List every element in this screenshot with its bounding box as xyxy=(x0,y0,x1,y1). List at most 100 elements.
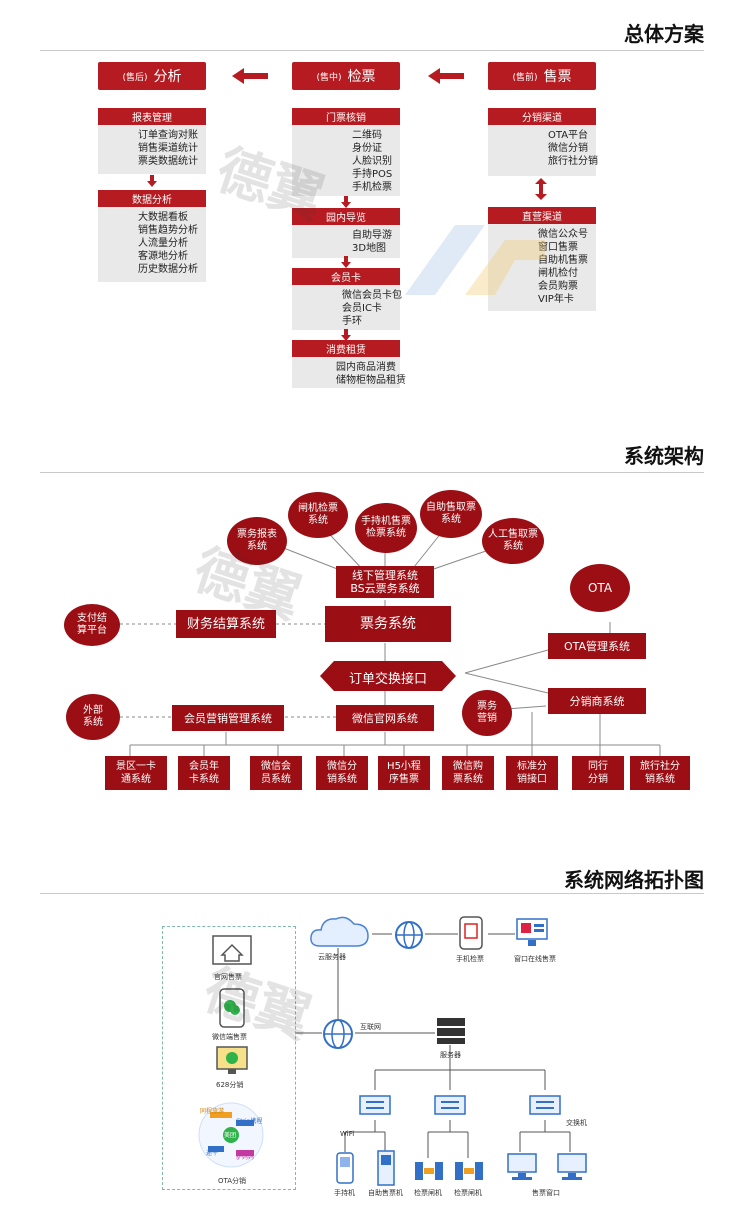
group-title: 会员卡 xyxy=(292,268,400,285)
list-item: 票类数据统计 xyxy=(138,156,198,167)
label-wechat-sale: 微信端售票 xyxy=(212,1033,247,1041)
box-h5-ticket: H5小程 序售票 xyxy=(378,756,430,790)
list-item: 微信会员卡包 xyxy=(342,290,402,301)
label-kiosk: 自助售票机 xyxy=(368,1189,403,1197)
group-direct-panel xyxy=(488,207,596,311)
node-interface: 订单交换接口 xyxy=(348,672,427,687)
phone-scanner-icon xyxy=(459,916,483,950)
circle-gate-system: 闸机检票 系统 xyxy=(288,492,348,538)
list-item: 会员IC卡 xyxy=(342,303,382,314)
label-gate-2: 检票闸机 xyxy=(454,1189,482,1197)
section2-divider xyxy=(40,472,704,473)
list-item: 客源地分析 xyxy=(138,251,188,262)
circle-report-system: 票务报表 系统 xyxy=(227,517,287,565)
list-item: 自助机售票 xyxy=(538,255,588,266)
wechat-phone-icon xyxy=(219,988,245,1028)
list-item: 身份证 xyxy=(352,143,382,154)
group-list: 微信会员卡包 会员IC卡 手环 xyxy=(342,289,402,328)
section1-divider xyxy=(40,50,704,51)
group-title: 门票核销 xyxy=(292,108,400,125)
double-arrow-icon xyxy=(535,178,547,200)
list-item: 订单查询对账 xyxy=(138,130,198,141)
label-cloud: 云服务器 xyxy=(318,953,346,961)
box-scenic-card: 景区一卡 通系统 xyxy=(105,756,167,790)
node-ticket-system: 票务系统 xyxy=(325,606,451,642)
list-item: 人流量分析 xyxy=(138,238,188,249)
list-item: 储物柜物品租赁 xyxy=(336,375,406,386)
label-window: 售票窗口 xyxy=(532,1189,560,1197)
header-sell-sub: (售前) xyxy=(512,72,538,83)
group-list: OTA平台 微信分销 旅行社分销 xyxy=(548,129,598,168)
box-std-interface: 标准分 销接口 xyxy=(506,756,558,790)
section3-divider xyxy=(40,893,704,894)
circle-selfservice-system: 自助售取票 系统 xyxy=(420,490,482,538)
group-title: 直营渠道 xyxy=(488,207,596,224)
label-628: 628分销 xyxy=(216,1081,244,1089)
terminal-icon xyxy=(516,918,548,946)
kiosk-icon xyxy=(377,1150,395,1186)
box-wechat-member: 微信会 员系统 xyxy=(250,756,302,790)
node-ota-management: OTA管理系统 xyxy=(548,633,646,659)
section1-title: 总体方案 xyxy=(624,22,704,46)
arrow-down-icon xyxy=(341,329,351,341)
group-list: 自助导游 3D地图 xyxy=(352,229,392,255)
list-item: 窗口售票 xyxy=(538,242,578,253)
list-item: 园内商品消费 xyxy=(336,362,396,373)
switch-icon xyxy=(434,1095,466,1115)
circle-manual-system: 人工售取票 系统 xyxy=(482,518,544,564)
list-item: 旅行社分销 xyxy=(548,156,598,167)
ota-logo-lvmama: 驴妈妈 xyxy=(236,1154,255,1161)
section2-title: 系统架构 xyxy=(624,444,704,468)
list-item: 手持POS xyxy=(352,169,393,180)
switch-icon xyxy=(529,1095,561,1115)
list-item: 销售趋势分析 xyxy=(138,225,198,236)
interface-hexagon xyxy=(320,661,456,691)
list-item: OTA平台 xyxy=(548,130,589,141)
node-offline-system: 线下管理系统 BS云票务系统 xyxy=(336,566,434,598)
list-item: 自助导游 xyxy=(352,230,392,241)
list-item: 会员购票 xyxy=(538,281,578,292)
ota-logo-tuniu: 途牛 xyxy=(206,1150,219,1157)
ota-logo-tongcheng: 同程旅游 xyxy=(200,1108,225,1115)
channel-panel xyxy=(162,926,296,1190)
box-peer-dist: 同行 分销 xyxy=(572,756,624,790)
label-official-site: 官网售票 xyxy=(214,973,242,981)
group-list: 园内商品消费 储物柜物品租赁 xyxy=(336,361,406,387)
group-title: 消费租赁 xyxy=(292,340,400,357)
circle-external: 外部 系统 xyxy=(66,694,120,740)
list-item: 销售渠道统计 xyxy=(138,143,198,154)
list-item: 历史数据分析 xyxy=(138,264,198,275)
arrow-left-icon xyxy=(428,68,464,84)
list-item: 闸机检付 xyxy=(538,268,578,279)
label-internet: 互联网 xyxy=(360,1023,381,1031)
header-check-sub: (售中) xyxy=(316,72,342,83)
box-travel-dist: 旅行社分 销系统 xyxy=(630,756,690,790)
list-item: 微信公众号 xyxy=(538,229,588,240)
header-analysis-sub: (售后) xyxy=(122,72,148,83)
group-list: 微信公众号 窗口售票 自助机售票 闸机检付 会员购票 VIP年卡 xyxy=(538,228,588,306)
list-item: 大数据看板 xyxy=(138,212,188,223)
group-title: 分销渠道 xyxy=(488,108,596,125)
list-item: VIP年卡 xyxy=(538,294,574,305)
header-analysis-label: 分析 xyxy=(153,69,182,85)
header-check-label: 检票 xyxy=(347,69,376,85)
ota-logos-icon xyxy=(198,1102,264,1168)
header-check: (售中) 检票 xyxy=(292,62,400,90)
circle-payment: 支付结 算平台 xyxy=(64,604,120,646)
label-server: 服务器 xyxy=(440,1051,461,1059)
server-icon xyxy=(437,1018,465,1044)
label-handheld-top: 手机检票 xyxy=(456,955,484,963)
list-item: 微信分销 xyxy=(548,143,588,154)
header-analysis: (售后) 分析 xyxy=(98,62,206,90)
cloud-icon xyxy=(310,916,369,947)
label-wifi: WiFi xyxy=(340,1130,355,1138)
label-switch: 交换机 xyxy=(566,1119,587,1127)
list-item: 二维码 xyxy=(352,130,382,141)
header-sell: (售前) 售票 xyxy=(488,62,596,90)
ota-logo-meituan: 美团 xyxy=(224,1132,237,1139)
watermark-logo-icon xyxy=(405,225,545,295)
list-item: 3D地图 xyxy=(352,243,387,254)
box-wechat-dist: 微信分 销系统 xyxy=(316,756,368,790)
label-gate-1: 检票闸机 xyxy=(414,1189,442,1197)
arrow-left-icon xyxy=(232,68,268,84)
